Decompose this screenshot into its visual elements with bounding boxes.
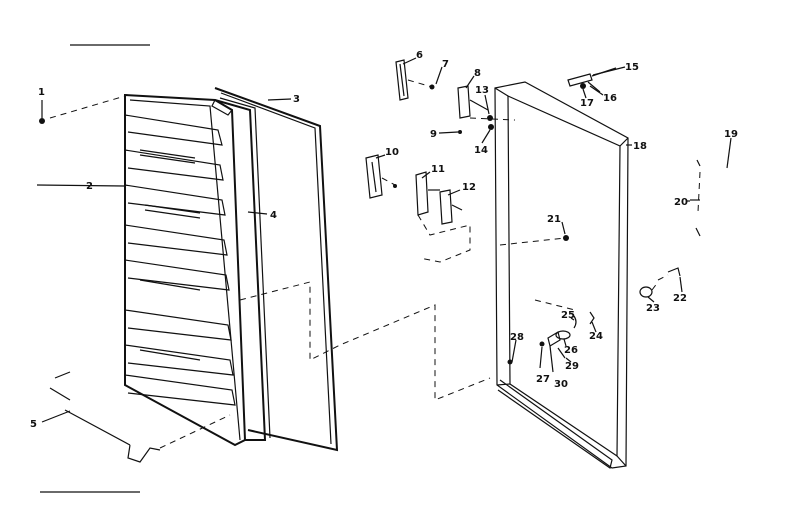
clip-part-25	[573, 315, 577, 329]
label-30: 30	[554, 379, 568, 390]
assembly-guides	[239, 214, 576, 401]
label-16: 16	[603, 93, 617, 104]
screw-part-7	[429, 84, 435, 90]
handle-part-6	[395, 59, 433, 101]
washer-part-17	[580, 83, 586, 89]
leader-lines	[36, 57, 732, 423]
liner-ribs	[139, 149, 201, 361]
label-2: 2	[86, 181, 93, 192]
door-gasket	[214, 97, 271, 441]
label-21: 21	[547, 214, 561, 225]
screw-part-16	[587, 81, 601, 93]
liner-shelves	[124, 114, 236, 406]
label-11: 11	[431, 164, 445, 175]
label-15: 15	[625, 62, 639, 73]
screw-part-21	[563, 235, 569, 241]
label-13: 13	[475, 85, 489, 96]
label-8: 8	[474, 68, 481, 79]
bumper-part-23	[639, 281, 659, 298]
hinge-part-11	[415, 171, 440, 216]
label-20: 20	[674, 197, 688, 208]
label-23: 23	[646, 303, 660, 314]
label-18: 18	[633, 141, 647, 152]
callout-labels: 1 2 3 4 5 6 7 8 9 10 11 12 13 14 15 16 1…	[30, 50, 738, 430]
alignment-line	[469, 117, 516, 121]
label-29: 29	[565, 361, 579, 372]
pin-part-28	[507, 339, 517, 365]
label-6: 6	[416, 50, 423, 61]
label-14: 14	[474, 145, 488, 156]
label-25: 25	[561, 310, 575, 321]
label-17: 17	[580, 98, 594, 109]
label-26: 26	[564, 345, 578, 356]
label-19: 19	[724, 129, 738, 140]
label-7: 7	[442, 59, 449, 70]
pin-part-9	[439, 130, 462, 134]
label-27: 27	[536, 374, 550, 385]
label-3: 3	[293, 94, 300, 105]
bushing-part-13	[487, 115, 493, 121]
hinge-part-12	[439, 189, 463, 225]
label-5: 5	[30, 419, 37, 430]
latch-assembly-26-30	[539, 330, 571, 373]
label-4: 4	[270, 210, 277, 221]
label-24: 24	[589, 331, 603, 342]
hinge-part-8	[457, 85, 489, 119]
label-12: 12	[462, 182, 476, 193]
door-panel	[214, 87, 339, 452]
label-1: 1	[38, 87, 45, 98]
bushing-part-14	[488, 124, 494, 130]
bracket-part-5	[49, 371, 231, 463]
outer-door	[494, 81, 629, 469]
handle-part-10	[365, 154, 397, 199]
strip-part-19	[695, 159, 701, 237]
label-28: 28	[510, 332, 524, 343]
label-9: 9	[430, 129, 437, 140]
label-22: 22	[673, 293, 687, 304]
door-liner	[124, 93, 247, 447]
clip-part-22	[657, 267, 681, 281]
label-10: 10	[385, 147, 399, 158]
spring-part-24	[589, 311, 595, 325]
screw-part-1	[39, 95, 126, 124]
